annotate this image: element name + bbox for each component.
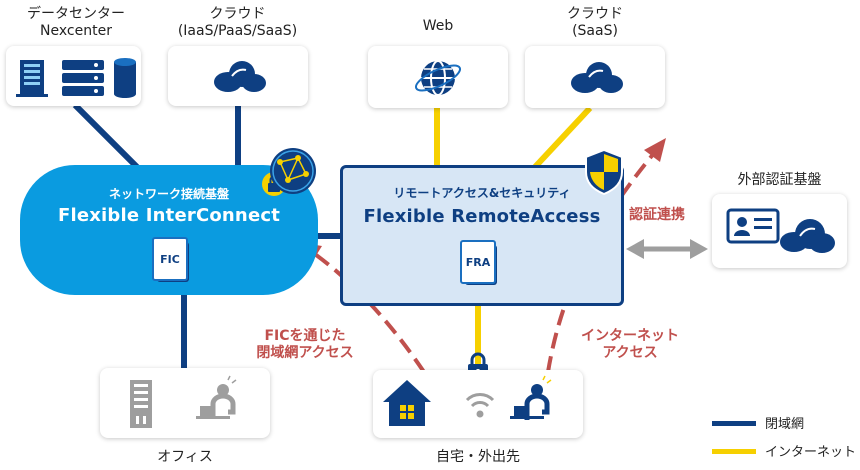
line-datacenter-fic (72, 102, 148, 178)
legend-label-closed: 閉域網 (765, 417, 805, 432)
fic-title: Flexible InterConnect (57, 205, 281, 226)
legend-label-internet: インターネット (765, 445, 857, 460)
fra-badge: FRA (460, 240, 498, 286)
cloud-saas-card (525, 46, 665, 108)
person-laptop-icon (510, 375, 552, 420)
fic-subtitle: ネットワーク接続基盤 (108, 187, 229, 201)
datacenter-icons (16, 58, 136, 98)
web-card (368, 46, 508, 108)
id-card-icon (726, 208, 780, 244)
fra-subtitle: リモートアクセス&セキュリティ (393, 186, 571, 200)
legend-swatch-closed (712, 421, 756, 426)
home-card (373, 370, 583, 438)
cloud-icon (780, 219, 835, 253)
shield-icon (585, 148, 623, 196)
person-laptop-icon (196, 375, 237, 419)
building-icon (130, 380, 152, 428)
wifi-icon (465, 393, 495, 418)
external-auth-label: 外部認証基盤 (737, 172, 822, 188)
cloud-icon (214, 61, 266, 92)
fra-box: リモートアクセス&セキュリティ Flexible RemoteAccess FR… (340, 165, 624, 306)
fra-badge-label: FRA (460, 240, 496, 284)
cloud-iaas-card (168, 46, 308, 106)
web-label: Web (422, 18, 454, 34)
home-label: 自宅・外出先 (436, 449, 520, 465)
cloud-icon (571, 62, 623, 93)
office-card (100, 368, 270, 438)
fic-badge-label: FIC (152, 237, 188, 281)
fic-badge: FIC (152, 237, 190, 283)
office-label: オフィス (157, 449, 213, 465)
auth-double-arrow (626, 239, 708, 259)
building-icon (16, 60, 48, 97)
closed-access-label: FICを通じた閉域網アクセス (256, 328, 354, 361)
fra-title: Flexible RemoteAccess (363, 206, 601, 227)
datacenter-card (6, 46, 141, 106)
internet-access-arrow (546, 138, 666, 373)
server-rack-icon (62, 60, 104, 96)
internet-access-label: インターネットアクセス (581, 328, 679, 361)
database-icon (114, 58, 136, 98)
house-icon (383, 380, 431, 426)
external-auth-card (712, 194, 847, 268)
auth-link-label: 認証連携 (629, 207, 685, 223)
line-saas-fra (532, 105, 593, 170)
globe-icon (414, 60, 462, 96)
network-globe-icon (270, 148, 316, 194)
cloud-iaas-label: クラウド(IaaS/PaaS/SaaS) (177, 6, 298, 39)
cloud-saas-label: クラウド(SaaS) (567, 6, 623, 39)
legend-swatch-internet (712, 449, 756, 454)
